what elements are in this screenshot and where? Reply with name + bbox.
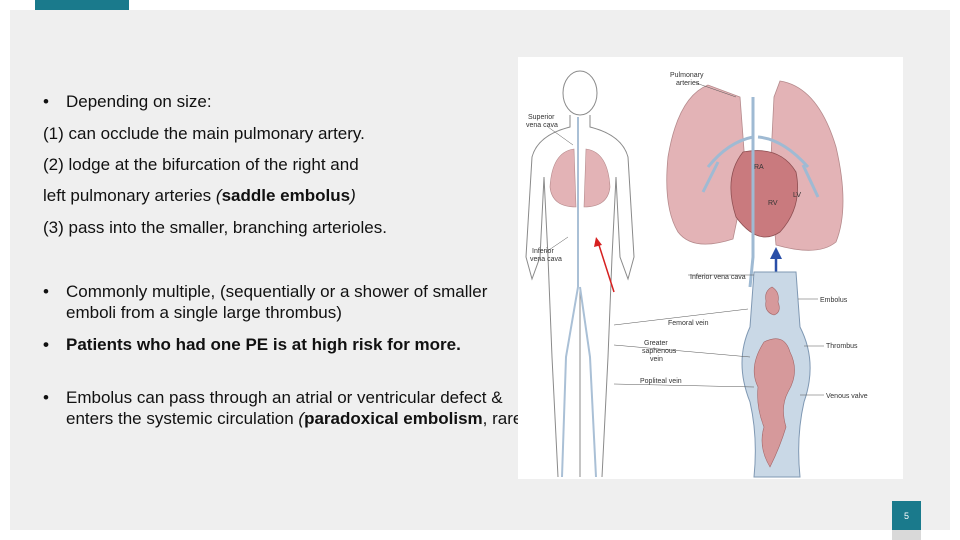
item-saddle-embolus: left pulmonary arteries (saddle embolus) <box>43 186 356 205</box>
page-number: 5 <box>903 510 909 521</box>
item-occlude-main: (1) can occlude the main pulmonary arter… <box>43 124 365 143</box>
item-bifurcation: (2) lodge at the bifurcation of the righ… <box>43 155 359 174</box>
illustration-svg: Pulmonary arteries Superior vena cava RA… <box>525 70 868 478</box>
body-lungs <box>549 148 611 208</box>
embolus-clot <box>765 286 780 316</box>
label-femoral-vein: Femoral vein <box>668 320 709 327</box>
page-number-stub <box>892 530 921 540</box>
label-embolus: Embolus <box>820 297 848 304</box>
label-ra: RA <box>754 164 764 171</box>
leader-lines <box>545 82 824 396</box>
label-rv: RV <box>768 200 778 207</box>
label-inferior-vena-cava-right: Inferior vena cava <box>690 274 746 281</box>
top-accent-tab <box>35 0 129 10</box>
label-lv: LV <box>793 192 801 199</box>
label-greater-saphenous-2: saphenous <box>642 348 677 355</box>
label-popliteal-vein: Popliteal vein <box>640 378 682 385</box>
label-greater-saphenous-3: vein <box>650 356 663 363</box>
pulmonary-embolism-illustration: Pulmonary arteries Superior vena cava RA… <box>518 57 903 479</box>
bullet-depending-on-size: Depending on size: <box>43 91 212 112</box>
bullet-high-risk: Patients who had one PE is at high risk … <box>43 334 516 355</box>
label-pulmonary-arteries-2: arteries <box>676 80 700 87</box>
label-greater-saphenous-1: Greater <box>644 340 668 347</box>
red-arrow <box>597 241 615 293</box>
item-arterioles: (3) pass into the smaller, branching art… <box>43 218 387 237</box>
bullet-commonly-multiple: Commonly multiple, (sequentially or a sh… <box>43 281 526 323</box>
label-pulmonary-arteries-1: Pulmonary <box>670 72 704 79</box>
thrombus-clot <box>753 338 795 468</box>
label-superior-vena-cava-2: vena cava <box>526 122 558 129</box>
label-venous-valve: Venous valve <box>826 393 868 400</box>
body-veins <box>561 117 597 478</box>
label-inferior-vena-cava-1: Inferior <box>532 248 554 255</box>
heart <box>730 150 799 238</box>
pulmonary-vessels <box>701 97 820 288</box>
blue-arrowhead <box>770 247 782 259</box>
label-superior-vena-cava-1: Superior <box>528 114 555 121</box>
label-inferior-vena-cava-2: vena cava <box>530 256 562 263</box>
body-outline <box>525 70 635 478</box>
page-number-badge: 5 <box>892 501 921 530</box>
red-arrowhead <box>594 237 602 247</box>
bullet-paradoxical: Embolus can pass through an atrial or ve… <box>43 387 536 429</box>
label-thrombus: Thrombus <box>826 343 858 350</box>
